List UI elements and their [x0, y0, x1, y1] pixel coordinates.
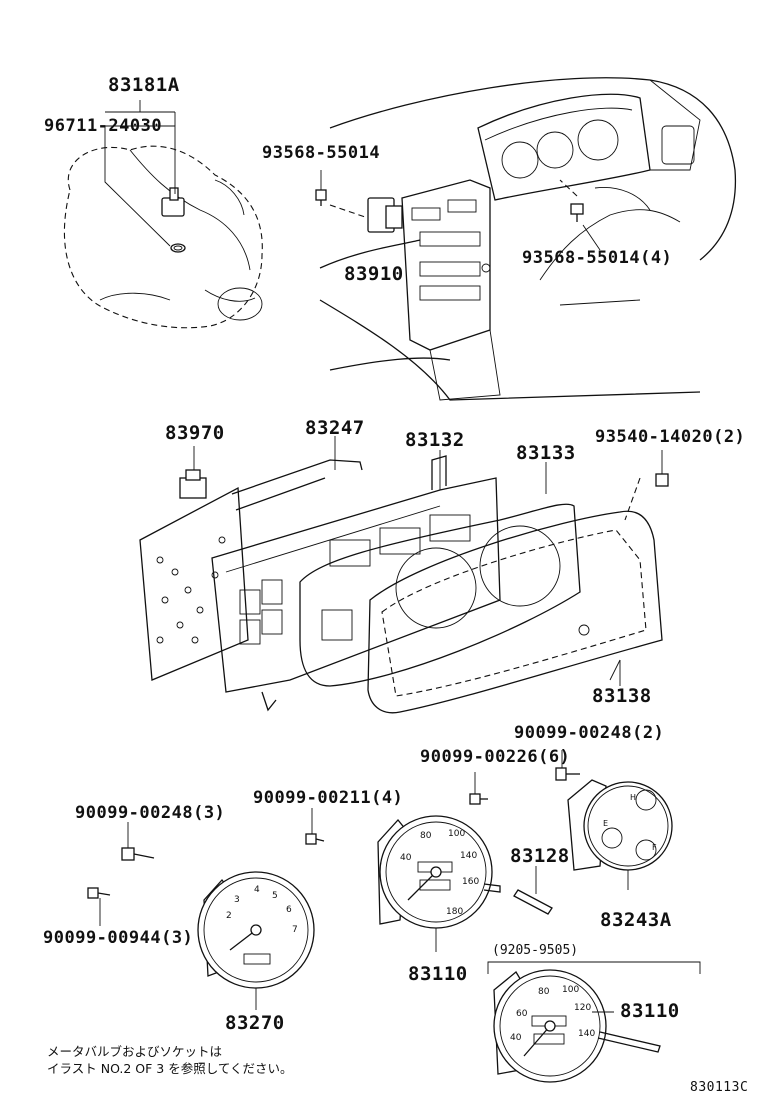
- part-label-83128: 83128: [510, 845, 570, 867]
- part-label-83181A: 83181A: [108, 74, 180, 96]
- variant-speedometer-drawing: 60 80 100 120 140 40: [493, 969, 661, 1083]
- meter-cover-83133-drawing: [299, 503, 581, 687]
- svg-text:180: 180: [446, 907, 463, 917]
- part-label-83132: 83132: [405, 429, 465, 451]
- part-label-90099-00248-qty3: 90099-00248(3): [75, 803, 226, 823]
- meter-case-83132-drawing: [211, 455, 501, 712]
- svg-text:80: 80: [538, 987, 550, 997]
- svg-text:100: 100: [562, 985, 579, 995]
- screws-top-drawing: [315, 170, 601, 251]
- date-range-label: (9205-9505): [492, 943, 579, 958]
- part-label-83270: 83270: [225, 1012, 285, 1034]
- svg-text:60: 60: [516, 1009, 528, 1019]
- screw-90099-00248-2-drawing: [555, 750, 580, 781]
- part-label-83133: 83133: [516, 442, 576, 464]
- leader-lines-top-left: [104, 100, 176, 247]
- svg-text:H: H: [630, 793, 636, 802]
- variant-bracket: [487, 961, 701, 974]
- svg-text:3: 3: [234, 895, 240, 905]
- sensor-83910-drawing: [329, 197, 403, 233]
- part-label-90099-00248-qty2: 90099-00248(2): [514, 723, 665, 743]
- svg-text:F: F: [652, 843, 657, 852]
- svg-text:40: 40: [400, 853, 412, 863]
- screws-93540-drawing: [624, 450, 669, 521]
- part-label-90099-00944: 90099-00944(3): [43, 928, 194, 948]
- svg-text:4: 4: [254, 885, 260, 895]
- svg-text:80: 80: [420, 831, 432, 841]
- part-label-83110-variant: 83110: [620, 1000, 680, 1022]
- svg-text:7: 7: [292, 925, 298, 935]
- svg-text:140: 140: [460, 851, 477, 861]
- front-glass-83138-drawing: [367, 510, 663, 714]
- leader-lines-middle: [334, 436, 621, 681]
- reference-note-line-2: イラスト NO.2 OF 3 を参照してください。: [47, 1061, 293, 1076]
- svg-text:5: 5: [272, 891, 278, 901]
- part-label-96711-24030: 96711-24030: [44, 116, 163, 136]
- svg-text:160: 160: [462, 877, 479, 887]
- part-label-90099-00211: 90099-00211(4): [253, 788, 404, 808]
- screw-90099-00226-drawing: [469, 772, 488, 805]
- circuit-plate-83247-drawing: [139, 459, 363, 681]
- part-label-83247: 83247: [305, 417, 365, 439]
- part-label-83910: 83910: [344, 263, 404, 285]
- speed-sensor-drawing: [161, 187, 186, 253]
- part-label-83110: 83110: [408, 963, 468, 985]
- fuel-temp-gauge-drawing: H E F: [567, 779, 673, 890]
- illustration-code: 830113C: [690, 1080, 749, 1095]
- part-label-83243A: 83243A: [600, 909, 672, 931]
- svg-text:2: 2: [226, 911, 232, 921]
- part-label-93540-14020: 93540-14020(2): [595, 427, 746, 447]
- part-label-90099-00226: 90099-00226(6): [420, 747, 571, 767]
- dashboard-drawing: [319, 77, 737, 401]
- tachometer-drawing: 3 4 5 6 7 2: [197, 871, 315, 1010]
- reference-note-line-1: メータバルブおよびソケットは: [47, 1044, 223, 1059]
- speedometer-drawing: 40 80 100 140 160 180: [377, 815, 501, 952]
- svg-text:E: E: [603, 819, 608, 828]
- svg-text:100: 100: [448, 829, 465, 839]
- part-label-93568-55014: 93568-55014: [262, 143, 381, 163]
- svg-text:40: 40: [510, 1033, 522, 1043]
- pin-83128-drawing: [513, 866, 553, 915]
- part-label-83970: 83970: [165, 422, 225, 444]
- part-label-93568-55014-qty4: 93568-55014(4): [522, 248, 673, 268]
- screws-left-drawing: [87, 808, 325, 926]
- transmission-drawing: [63, 145, 263, 329]
- bulb-socket-83970-drawing: [179, 446, 207, 499]
- svg-text:140: 140: [578, 1029, 595, 1039]
- svg-text:6: 6: [286, 905, 292, 915]
- part-label-83138: 83138: [592, 685, 652, 707]
- svg-text:120: 120: [574, 1003, 591, 1013]
